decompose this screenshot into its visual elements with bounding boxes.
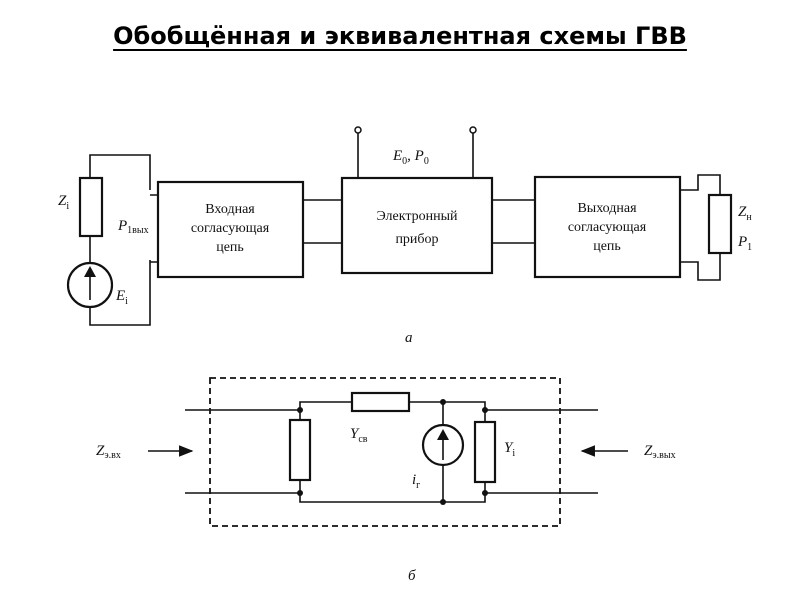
electronic-device-block bbox=[340, 176, 494, 275]
coupling-admittance bbox=[350, 391, 411, 413]
input-block-line3: цепь bbox=[216, 240, 244, 255]
source-impedance bbox=[78, 176, 104, 238]
device-block-line2: прибор bbox=[395, 232, 438, 247]
output-block-line1: Выходная bbox=[577, 201, 637, 216]
source-bottom-wire bbox=[89, 260, 151, 326]
output-admittance-label: Yi bbox=[504, 440, 515, 459]
source-z-label: Zi bbox=[58, 193, 69, 212]
input-block-line1: Входная bbox=[205, 202, 255, 217]
caption-b: б bbox=[408, 568, 416, 584]
bottom-bus bbox=[299, 493, 486, 503]
current-source-label: iг bbox=[412, 472, 420, 491]
device-output-wires bbox=[492, 199, 535, 244]
coupling-admittance-label: Yсв bbox=[350, 426, 368, 445]
equivalent-scheme: Yсв iг Yi Zэ.вх Zэ.вых б bbox=[96, 377, 676, 584]
node-5 bbox=[482, 407, 488, 413]
source-emf-arrowhead bbox=[84, 266, 96, 277]
input-port-lines bbox=[185, 409, 300, 494]
load-wires bbox=[680, 174, 721, 281]
input-matching-block bbox=[156, 180, 305, 279]
output-impedance-label: Zэ.вых bbox=[644, 443, 676, 461]
input-admittance bbox=[288, 418, 312, 482]
node-2 bbox=[297, 490, 303, 496]
load-impedance bbox=[707, 193, 733, 255]
source-e-label: Ei bbox=[115, 288, 128, 307]
node-4 bbox=[440, 499, 446, 505]
supply-label: E0, P0 bbox=[392, 148, 429, 167]
device-block-line1: Электронный bbox=[376, 209, 458, 224]
node-6 bbox=[482, 490, 488, 496]
supply-wires bbox=[357, 133, 474, 178]
input-block-line2: согласующая bbox=[191, 221, 270, 236]
output-port-lines bbox=[485, 409, 598, 494]
supply-terminal-left bbox=[354, 126, 362, 134]
page-title: Обобщённая и эквивалентная схемы ГВВ bbox=[113, 22, 687, 50]
equivalent-boundary bbox=[209, 377, 561, 527]
input-device-wires bbox=[303, 199, 342, 244]
current-source-arrowhead bbox=[437, 429, 449, 440]
output-admittance bbox=[473, 420, 497, 484]
load-z-label: Zн bbox=[738, 204, 752, 223]
output-block-line3: цепь bbox=[593, 239, 621, 254]
load-p-label: P1 bbox=[737, 234, 752, 253]
supply-terminal-right bbox=[469, 126, 477, 134]
input-power-label: P1вых bbox=[117, 218, 149, 236]
generalized-scheme: Zi Ei P1вых Входная согласующая цепь Эле… bbox=[58, 126, 752, 346]
node-1 bbox=[297, 407, 303, 413]
node-3 bbox=[440, 399, 446, 405]
output-matching-block bbox=[533, 175, 682, 279]
input-impedance-label: Zэ.вх bbox=[96, 443, 121, 461]
output-block-line2: согласующая bbox=[568, 220, 647, 235]
caption-a: а bbox=[405, 330, 413, 346]
input-stubs bbox=[150, 194, 158, 263]
